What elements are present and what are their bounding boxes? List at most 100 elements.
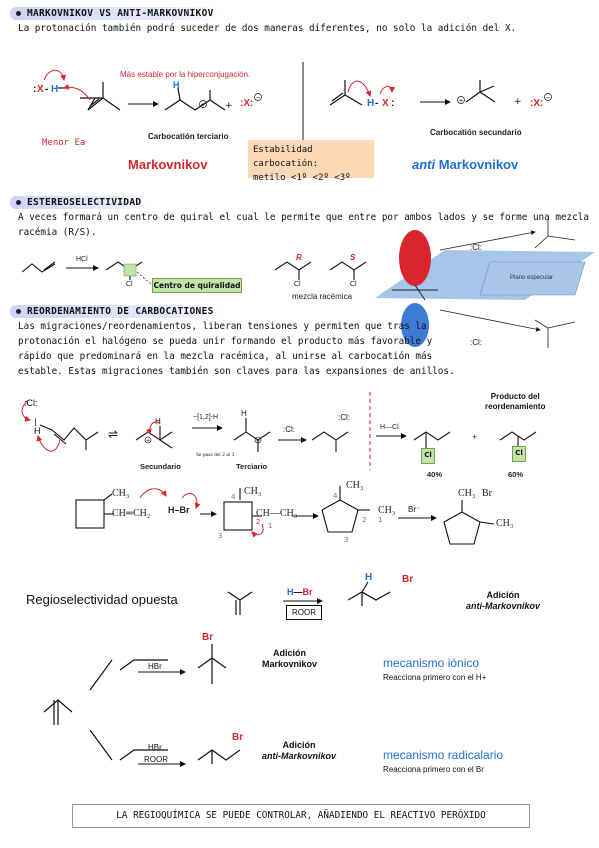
svg-text:-: - [45, 84, 48, 95]
svg-text:X: X [37, 84, 44, 95]
ch3-label-6: CH₃ [496, 518, 514, 529]
svg-text::X:: :X: [530, 98, 543, 109]
svg-text:4: 4 [231, 493, 236, 501]
anti-suffix: Markovnikov [438, 157, 519, 172]
svg-text:1: 1 [378, 516, 382, 524]
mirror-plane-label: Plano especular [510, 275, 554, 281]
adicion-anti-label-2: Adición anti-Markovnikov [262, 740, 336, 762]
hydride-shift-label: ~[1,2]-H [193, 414, 219, 421]
r-label: R [296, 253, 302, 262]
hbr-label-2: HBr [148, 743, 162, 752]
ch3-label-4: CH₃ [378, 505, 396, 516]
svg-text::Cl:: :Cl: [338, 413, 350, 422]
cl-label-s: Cl [350, 281, 357, 288]
svg-text:3: 3 [344, 536, 348, 544]
markovnikov-reactants [58, 82, 121, 111]
footer-note: LA REGIOQUÍMICA SE PUEDE CONTROLAR, AÑAD… [72, 804, 530, 828]
reord-line-2: protonación el halógeno se pueda unir fo… [18, 336, 433, 347]
svg-text::: : [33, 84, 36, 95]
reord-line-4: estable. Estas migraciones también son c… [18, 366, 455, 377]
h-atom: H [287, 587, 294, 597]
svg-text:X: X [382, 98, 389, 109]
percent-60: 60% [508, 470, 524, 479]
stability-line-1: Estabilidad carbocatión: [253, 145, 319, 169]
br-label-markov: Br [202, 632, 214, 643]
plus-sign: + [472, 432, 478, 442]
svg-text:+: + [514, 97, 522, 107]
ring-expansion [75, 486, 495, 545]
bullet-icon [16, 10, 21, 16]
bullet-icon [16, 308, 21, 314]
svg-text:+: + [146, 438, 150, 444]
br-label-anti: Br [232, 732, 244, 743]
svg-text:H: H [155, 417, 161, 426]
h-product-label: H [365, 572, 373, 583]
svg-text:+: + [225, 101, 233, 111]
se-pasa-label: Se pasa del 2 al 3 [196, 452, 235, 458]
bond-dash: — [293, 587, 303, 597]
anti-markovnikov-title: anti Markovnikov [412, 157, 518, 172]
carbocation-secondary-label: Carbocatión secundario [430, 128, 522, 137]
svg-text::Cl:: :Cl: [283, 425, 295, 434]
section-header-markovnikov: MARKOVNIKOV VS ANTI-MARKOVNIKOV [10, 7, 220, 20]
br-minus-reagent: Br⁻ [408, 505, 421, 514]
ch-ch3-label: CH—CH₃ [256, 508, 298, 519]
ch-ch2-label: CH═CH₂ [112, 508, 151, 519]
svg-text::X:: :X: [240, 98, 253, 109]
anti-markov-word-2: anti-Markovnikov [262, 751, 337, 761]
svg-text:+: + [459, 98, 464, 105]
ch3-label-3: CH₃ [346, 480, 364, 491]
svg-text:H: H [173, 80, 180, 90]
markovnikov-title: Markovnikov [128, 157, 208, 172]
svg-text::: : [391, 98, 394, 109]
adicion-word: Adición [486, 590, 520, 600]
hbr-reagent: H–Br [168, 505, 190, 515]
regio-title: Regioselectividad opuesta [26, 592, 178, 607]
hbr-label-1: HBr [148, 662, 162, 671]
estereo-line-2: racémia (R/S). [18, 227, 97, 238]
svg-text:−: − [546, 95, 551, 102]
svg-text::Cl:: :Cl: [470, 338, 482, 347]
stereo-orbital-figure [375, 220, 595, 348]
adicion-word-3: Adición [282, 740, 316, 750]
stability-line-2: metilo <1º <2º <3º [253, 173, 351, 183]
product-cl-box-2: Cl [512, 446, 526, 462]
svg-text:−: − [256, 95, 261, 102]
estereo-line-1: A veces formará un centro de quiral el c… [18, 212, 589, 223]
br-atom: Br [302, 587, 313, 597]
rearrangement-row-1 [39, 424, 99, 450]
intro-text: La protonación también podrá suceder de … [18, 23, 517, 34]
bullet-icon [16, 199, 21, 205]
svg-text:⇌: ⇌ [108, 427, 118, 441]
product-title-2: reordenamiento [485, 402, 546, 411]
svg-text:+: + [201, 102, 206, 109]
svg-text:4: 4 [333, 492, 338, 500]
svg-text:+: + [256, 438, 260, 444]
racemic-mixture-label: mezcla racémica [292, 292, 353, 301]
carbocation-tertiary-label: Carbocatión terciario [148, 132, 229, 141]
br-product-label: Br [402, 574, 414, 585]
svg-text:H: H [241, 409, 247, 418]
svg-text:H: H [367, 98, 374, 109]
anti-prefix: anti [412, 157, 436, 172]
ch3-label-2: CH₃ [244, 486, 262, 497]
svg-text::Cl:: :Cl: [24, 398, 38, 408]
cl-label-1: Cl [126, 281, 133, 288]
regio-hbr: H—Br [287, 587, 313, 597]
cl-label-r: Cl [294, 281, 301, 288]
markov-word: Markovnikov [262, 659, 318, 669]
product-cl-box-1: Cl [421, 448, 435, 464]
tertiary-label: Terciario [236, 462, 268, 471]
hcl-reagent-2: H—Cl [380, 424, 399, 431]
svg-text:2: 2 [362, 516, 366, 524]
reord-line-1: Las migraciones/reordenamientos, liberan… [18, 321, 427, 332]
roor-box: ROOR [286, 605, 322, 620]
first-h-label: Reacciona primero con el H+ [383, 673, 487, 682]
svg-text:H: H [34, 426, 41, 436]
rearranged-product-title: Producto del reordenamiento [485, 392, 545, 412]
menor-ea-label: Menor Ea [42, 138, 86, 148]
hyperconjugation-note: Más estable por la hiperconjugación. [120, 70, 251, 79]
chirality-center-box: Centro de quiralidad [152, 278, 242, 293]
secondary-label: Secundario [140, 462, 181, 471]
